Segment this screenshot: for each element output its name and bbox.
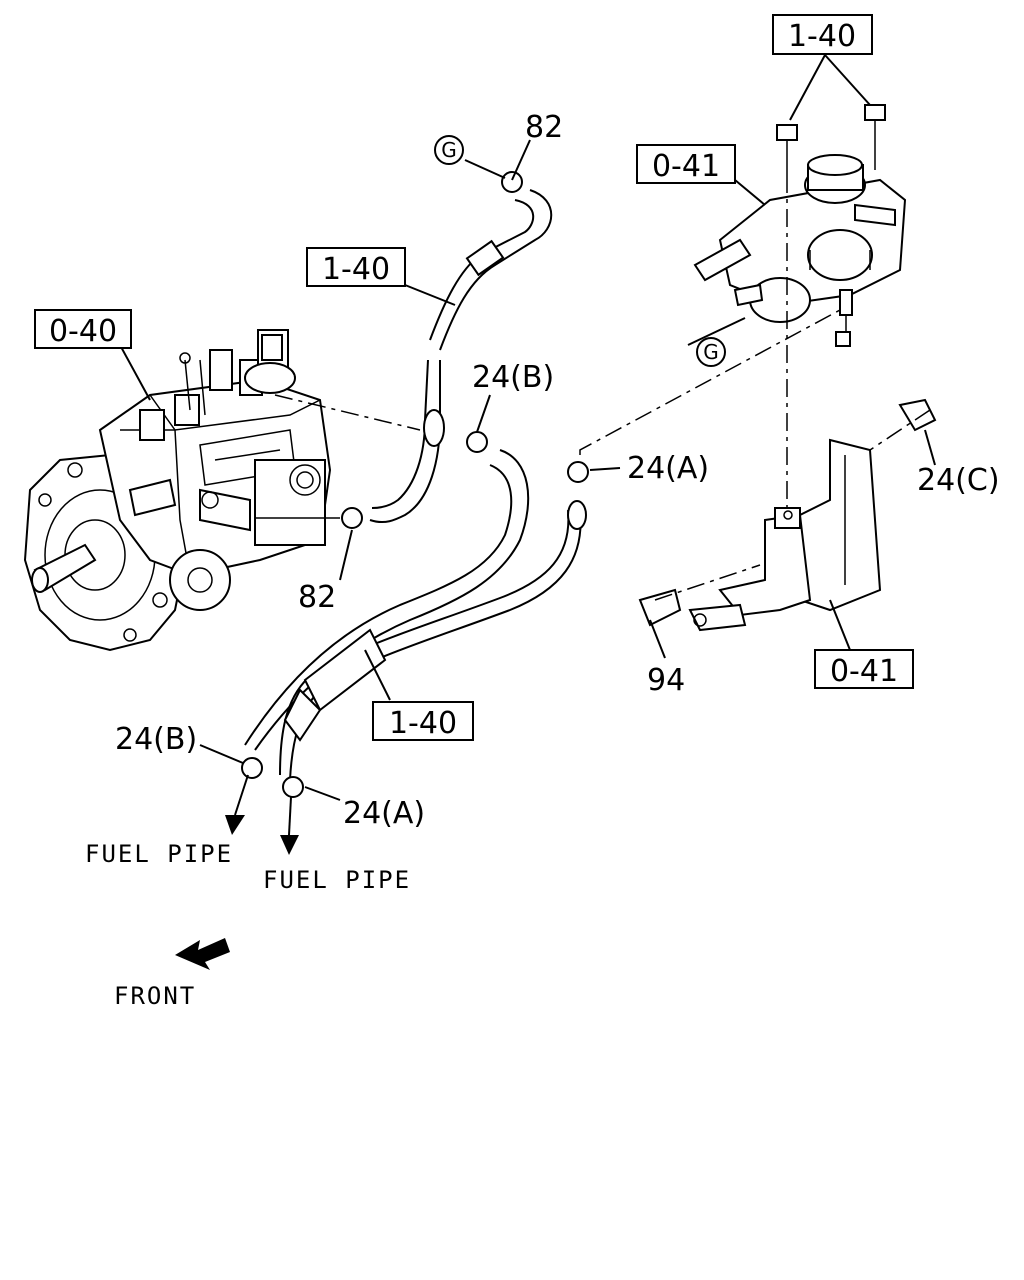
clamp-82-top (501, 171, 523, 193)
label-part-24c: 24(C) (917, 463, 1000, 498)
filter-bracket (688, 438, 882, 632)
label-part-24a-bottom: 24(A) (343, 796, 425, 831)
svg-text:G: G (441, 138, 457, 162)
leader-lines (119, 54, 936, 855)
svg-text:0-41: 0-41 (830, 654, 898, 689)
label-front: FRONT (114, 982, 196, 1010)
label-part-82-top: 82 (525, 110, 563, 145)
label-fuel-pipe-right: FUEL PIPE (263, 866, 411, 894)
g-marker-filter: G (696, 337, 726, 367)
g-marker-top: G (434, 135, 464, 165)
svg-text:1-40: 1-40 (322, 252, 390, 287)
label-part-82-left: 82 (298, 580, 336, 615)
clamp-94 (638, 588, 682, 627)
ref-box-1-40-top: 1-40 (772, 14, 873, 55)
ref-box-0-40: 0-40 (34, 309, 132, 349)
ref-box-0-41-bottom: 0-41 (814, 649, 914, 689)
label-part-24b-bottom: 24(B) (115, 722, 197, 757)
label-part-24b-top: 24(B) (472, 360, 554, 395)
svg-text:0-40: 0-40 (49, 314, 117, 349)
label-part-94: 94 (647, 663, 685, 698)
ref-box-0-41-top: 0-41 (636, 144, 736, 184)
injection-pump (23, 329, 332, 652)
svg-text:1-40: 1-40 (389, 706, 457, 741)
clamp-24a-bottom (282, 776, 304, 798)
label-fuel-pipe-left: FUEL PIPE (85, 840, 233, 868)
clamp-24c (898, 398, 937, 432)
svg-text:G: G (703, 340, 719, 364)
clamp-24b-bottom (241, 757, 263, 779)
clamp-82-left (341, 507, 363, 529)
ref-box-1-40-mid: 1-40 (306, 247, 406, 287)
svg-text:1-40: 1-40 (788, 19, 856, 54)
hose-clamps (241, 171, 937, 798)
clamp-24a-right (567, 461, 589, 483)
svg-text:0-41: 0-41 (652, 149, 720, 184)
ref-box-1-40-bottom: 1-40 (372, 701, 474, 741)
bolt-left (776, 124, 798, 141)
fuel-filter-assembly (693, 104, 907, 347)
label-part-24a-right: 24(A) (627, 451, 709, 486)
bolt-right (864, 104, 886, 121)
clamp-24b-top (466, 431, 488, 453)
front-arrow-icon (175, 938, 230, 970)
